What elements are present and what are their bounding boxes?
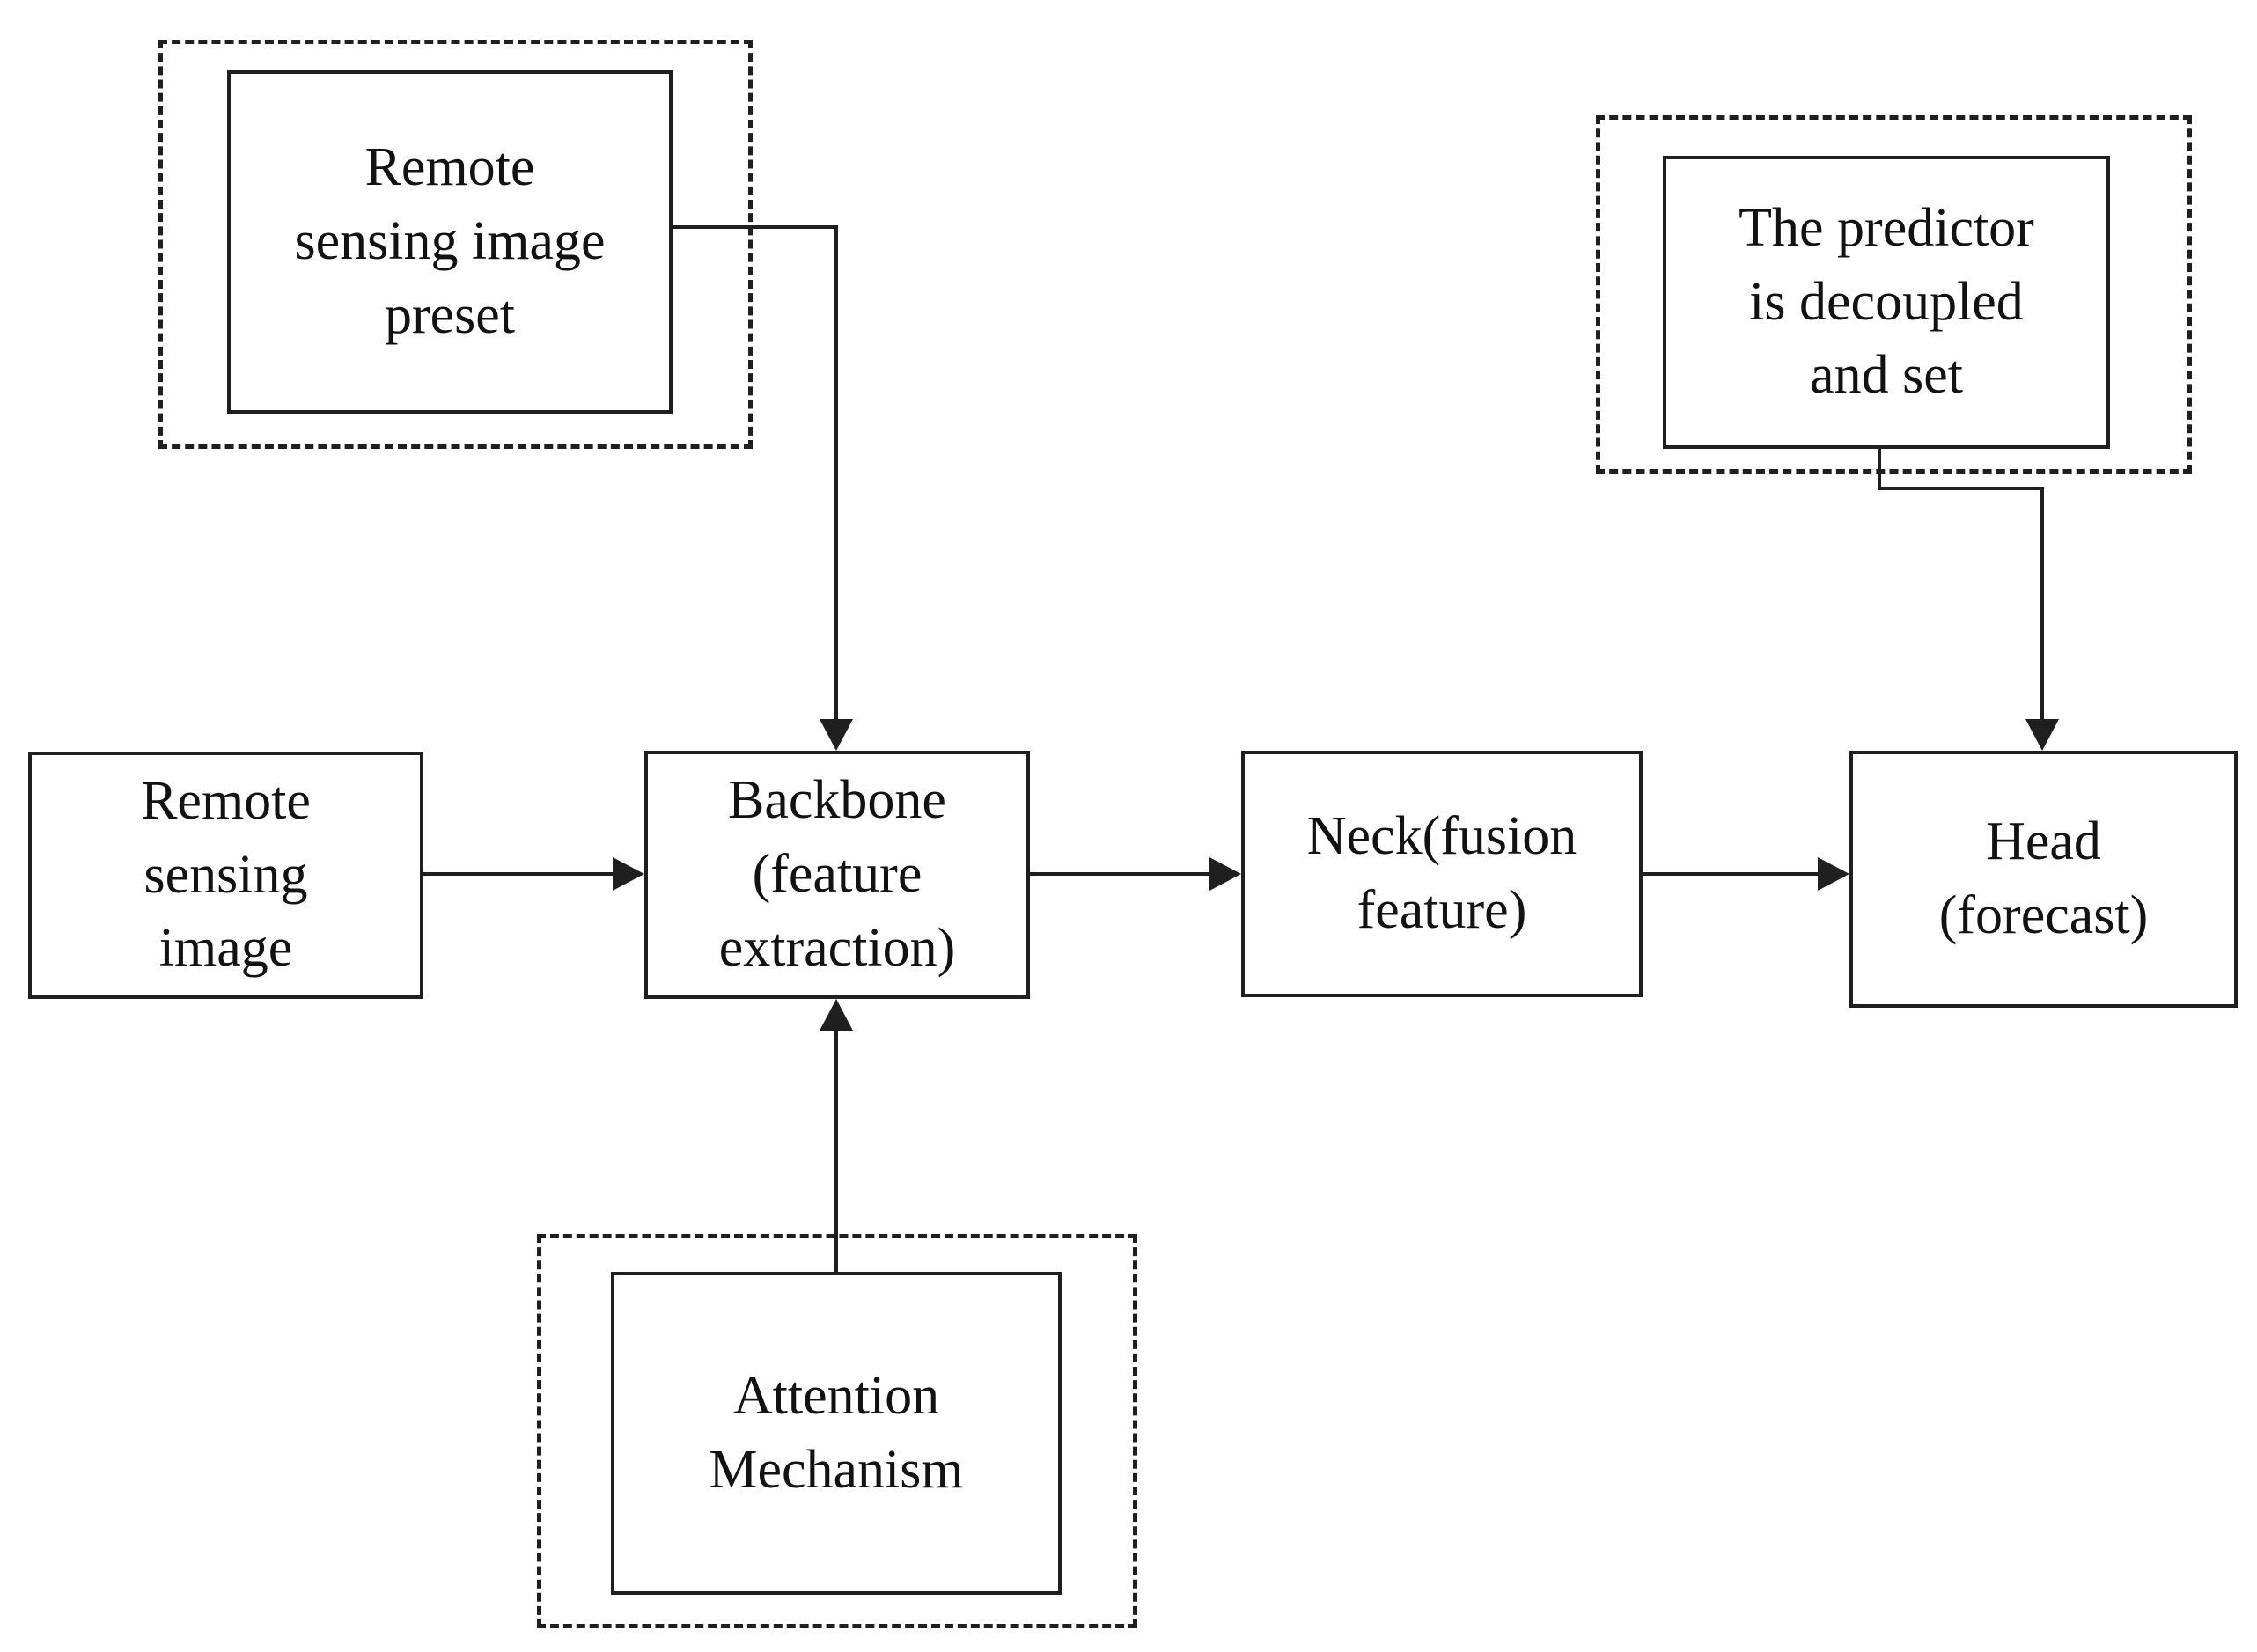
- node-attention: Attention Mechanism: [611, 1272, 1062, 1595]
- node-attention-label: Attention Mechanism: [709, 1365, 964, 1500]
- predictor-group-outline: [1596, 115, 2192, 474]
- preset-group-outline: [158, 40, 753, 449]
- connector-predictor-head-jog: [1878, 487, 2044, 490]
- node-head: Head (forecast): [1849, 751, 2238, 1008]
- node-backbone: Backbone (feature extraction): [644, 751, 1030, 999]
- node-predictor-label: The predictor is decoupled and set: [1739, 197, 2034, 406]
- node-preset-label: Remote sensing image preset: [294, 137, 606, 345]
- connector-predictor-head-stub: [1878, 449, 1881, 490]
- arrowhead-neck-to-head: [1818, 857, 1849, 891]
- arrowhead-preset-to-backbone: [820, 719, 853, 751]
- node-preset: Remote sensing image preset: [227, 70, 673, 414]
- node-predictor: The predictor is decoupled and set: [1663, 156, 2110, 449]
- connector-predictor-head-vertical: [2040, 487, 2044, 719]
- connector-preset-backbone-horizontal: [673, 225, 838, 229]
- node-head-label: Head (forecast): [1938, 811, 2149, 945]
- arrowhead-attention-to-backbone: [820, 999, 853, 1031]
- node-neck-label: Neck(fusion feature): [1306, 806, 1577, 940]
- node-neck: Neck(fusion feature): [1241, 751, 1643, 997]
- node-input: Remote sensing image: [28, 752, 423, 999]
- node-input-label: Remote sensing image: [141, 770, 311, 979]
- connector-preset-backbone-vertical: [834, 225, 838, 719]
- arrowhead-backbone-to-neck: [1209, 857, 1241, 891]
- node-backbone-label: Backbone (feature extraction): [718, 770, 956, 978]
- arrowhead-input-to-backbone: [613, 857, 644, 891]
- arrowhead-predictor-to-head: [2025, 719, 2059, 751]
- connector-backbone-neck: [1030, 872, 1209, 876]
- connector-attention-backbone: [834, 1031, 838, 1272]
- connector-neck-head: [1643, 872, 1818, 876]
- connector-input-backbone: [423, 872, 613, 876]
